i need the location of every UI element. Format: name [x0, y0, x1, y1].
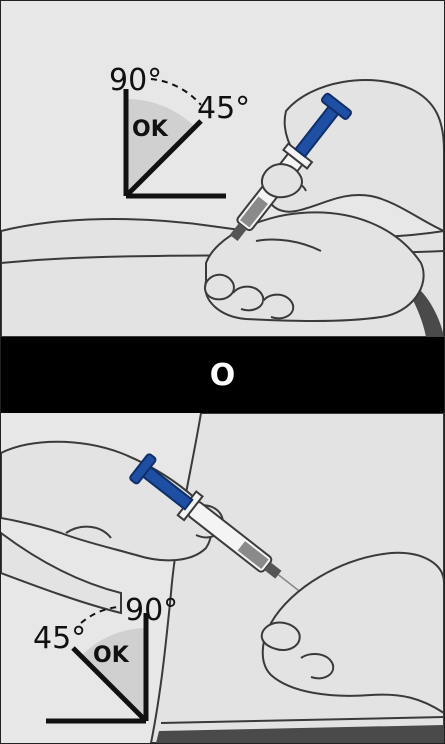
angle-label-45: 45°: [197, 91, 250, 126]
ok-label: OK: [132, 117, 168, 142]
bottom-injection-drawing: [1, 413, 444, 743]
angle-label-90: 90°: [109, 63, 162, 98]
ok-label-bottom: OK: [93, 643, 129, 668]
or-divider: O: [1, 337, 444, 413]
top-illustration-panel: 90° 45° OK: [1, 1, 444, 337]
bottom-illustration-panel: 45° 90° OK: [1, 413, 444, 743]
divider-text: O: [210, 358, 236, 393]
angle-label-45-bottom: 45°: [33, 621, 86, 656]
angle-label-90-bottom: 90°: [125, 593, 178, 628]
top-injection-drawing: [1, 1, 444, 337]
